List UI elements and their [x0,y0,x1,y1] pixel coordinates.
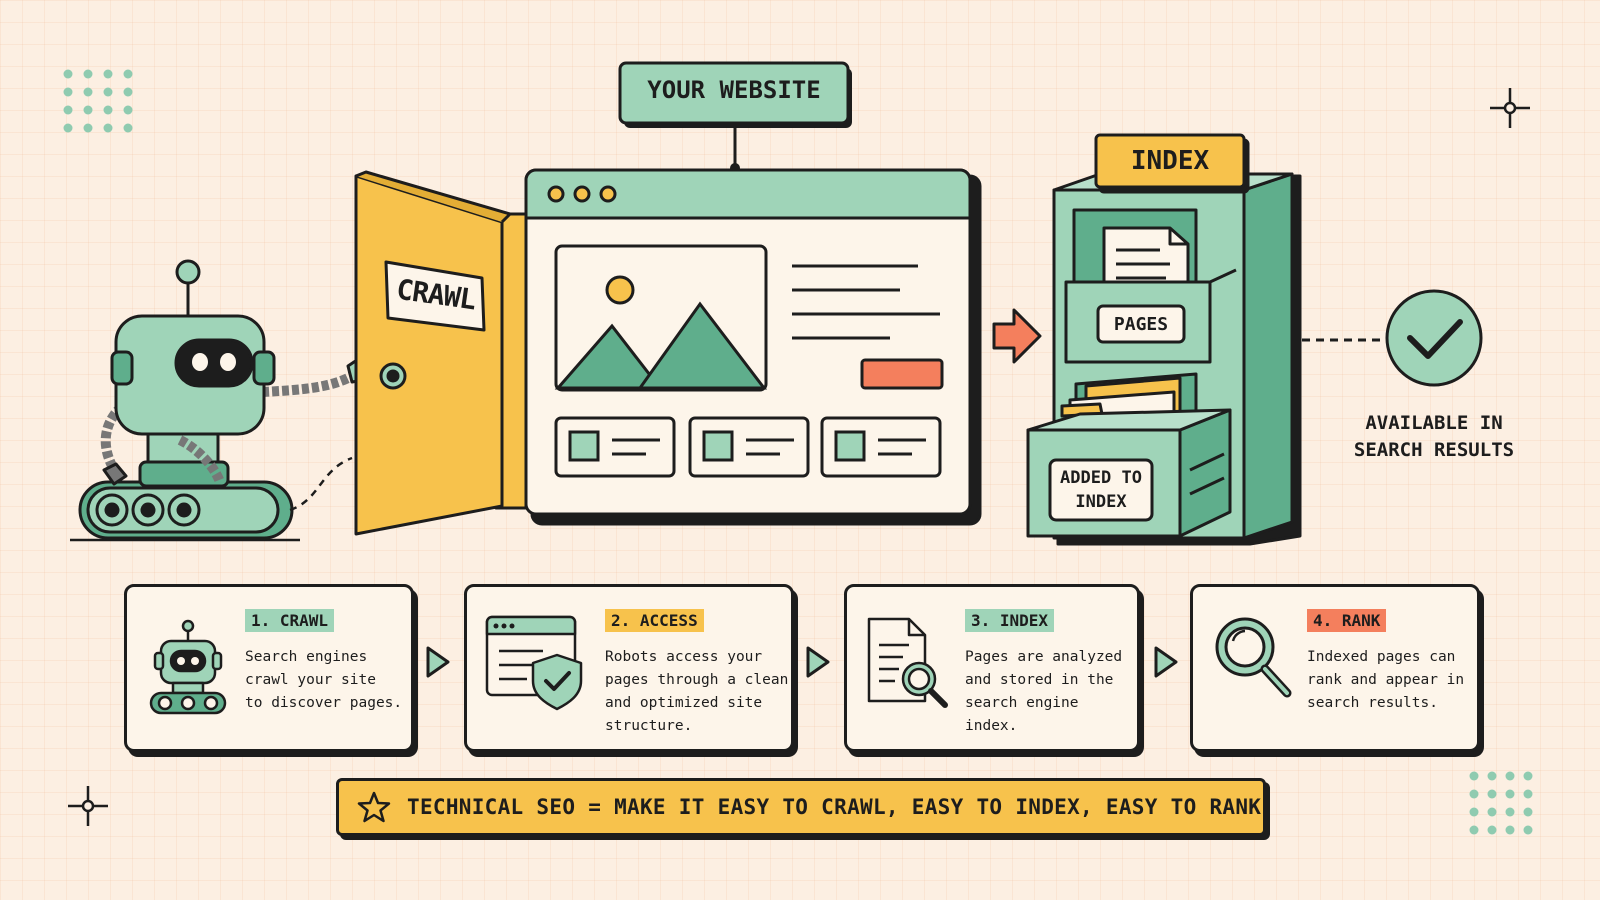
arrow-right-icon [426,646,450,678]
sparkle-icon [1490,88,1530,128]
index-label: INDEX [1130,146,1210,176]
step-tag: 1. CRAWL [245,609,335,632]
star-icon [357,791,391,823]
check-circle-icon [1385,289,1483,387]
summary-banner: TECHNICAL SEO = MAKE IT EASY TO CRAWL, E… [336,778,1266,836]
step-tag: 3. INDEX [965,609,1055,632]
arrow-right-icon [806,646,830,678]
your-website-label: YOUR WEBSITE [647,76,821,104]
magnifier-icon [1215,617,1292,698]
step-tag: 4. RANK [1307,609,1387,632]
step-card-access: 2. ACCESS Robots access your pages throu… [464,584,794,752]
browser-shield-icon [485,615,583,711]
browser-window-icon [524,168,982,526]
added-to-index-label: ADDED TO INDEX [1060,468,1142,512]
document-search-icon [867,617,948,708]
door-icon [354,170,528,536]
dot-grid-icon [63,69,133,133]
sparkle-icon [68,786,108,826]
step-card-rank: 4. RANK Indexed pages can rank and appea… [1190,584,1480,752]
available-in-search-results-label: AVAILABLE IN SEARCH RESULTS [1353,412,1515,461]
your-website-sign [618,61,850,125]
step-description: Pages are analyzed and stored in the sea… [965,649,1123,734]
pages-label: PAGES [1113,314,1169,335]
robot-icon [149,619,227,715]
step-card-index: 3. INDEX Pages are analyzed and stored i… [844,584,1140,752]
dot-grid-icon [1469,771,1533,835]
step-tag: 2. ACCESS [605,609,704,632]
summary-banner-text: TECHNICAL SEO = MAKE IT EASY TO CRAWL, E… [407,795,1262,819]
step-description: Robots access your pages through a clean… [605,649,789,734]
filing-cabinet-icon [1026,133,1302,546]
step-description: Search engines crawl your site to discov… [245,649,403,711]
robot-icon [70,259,370,542]
arrow-right-icon [992,308,1042,364]
step-card-crawl: 1. CRAWL Search engines crawl your site … [124,584,414,752]
arrow-right-icon [1154,646,1178,678]
step-description: Indexed pages can rank and appear in sea… [1307,649,1465,711]
